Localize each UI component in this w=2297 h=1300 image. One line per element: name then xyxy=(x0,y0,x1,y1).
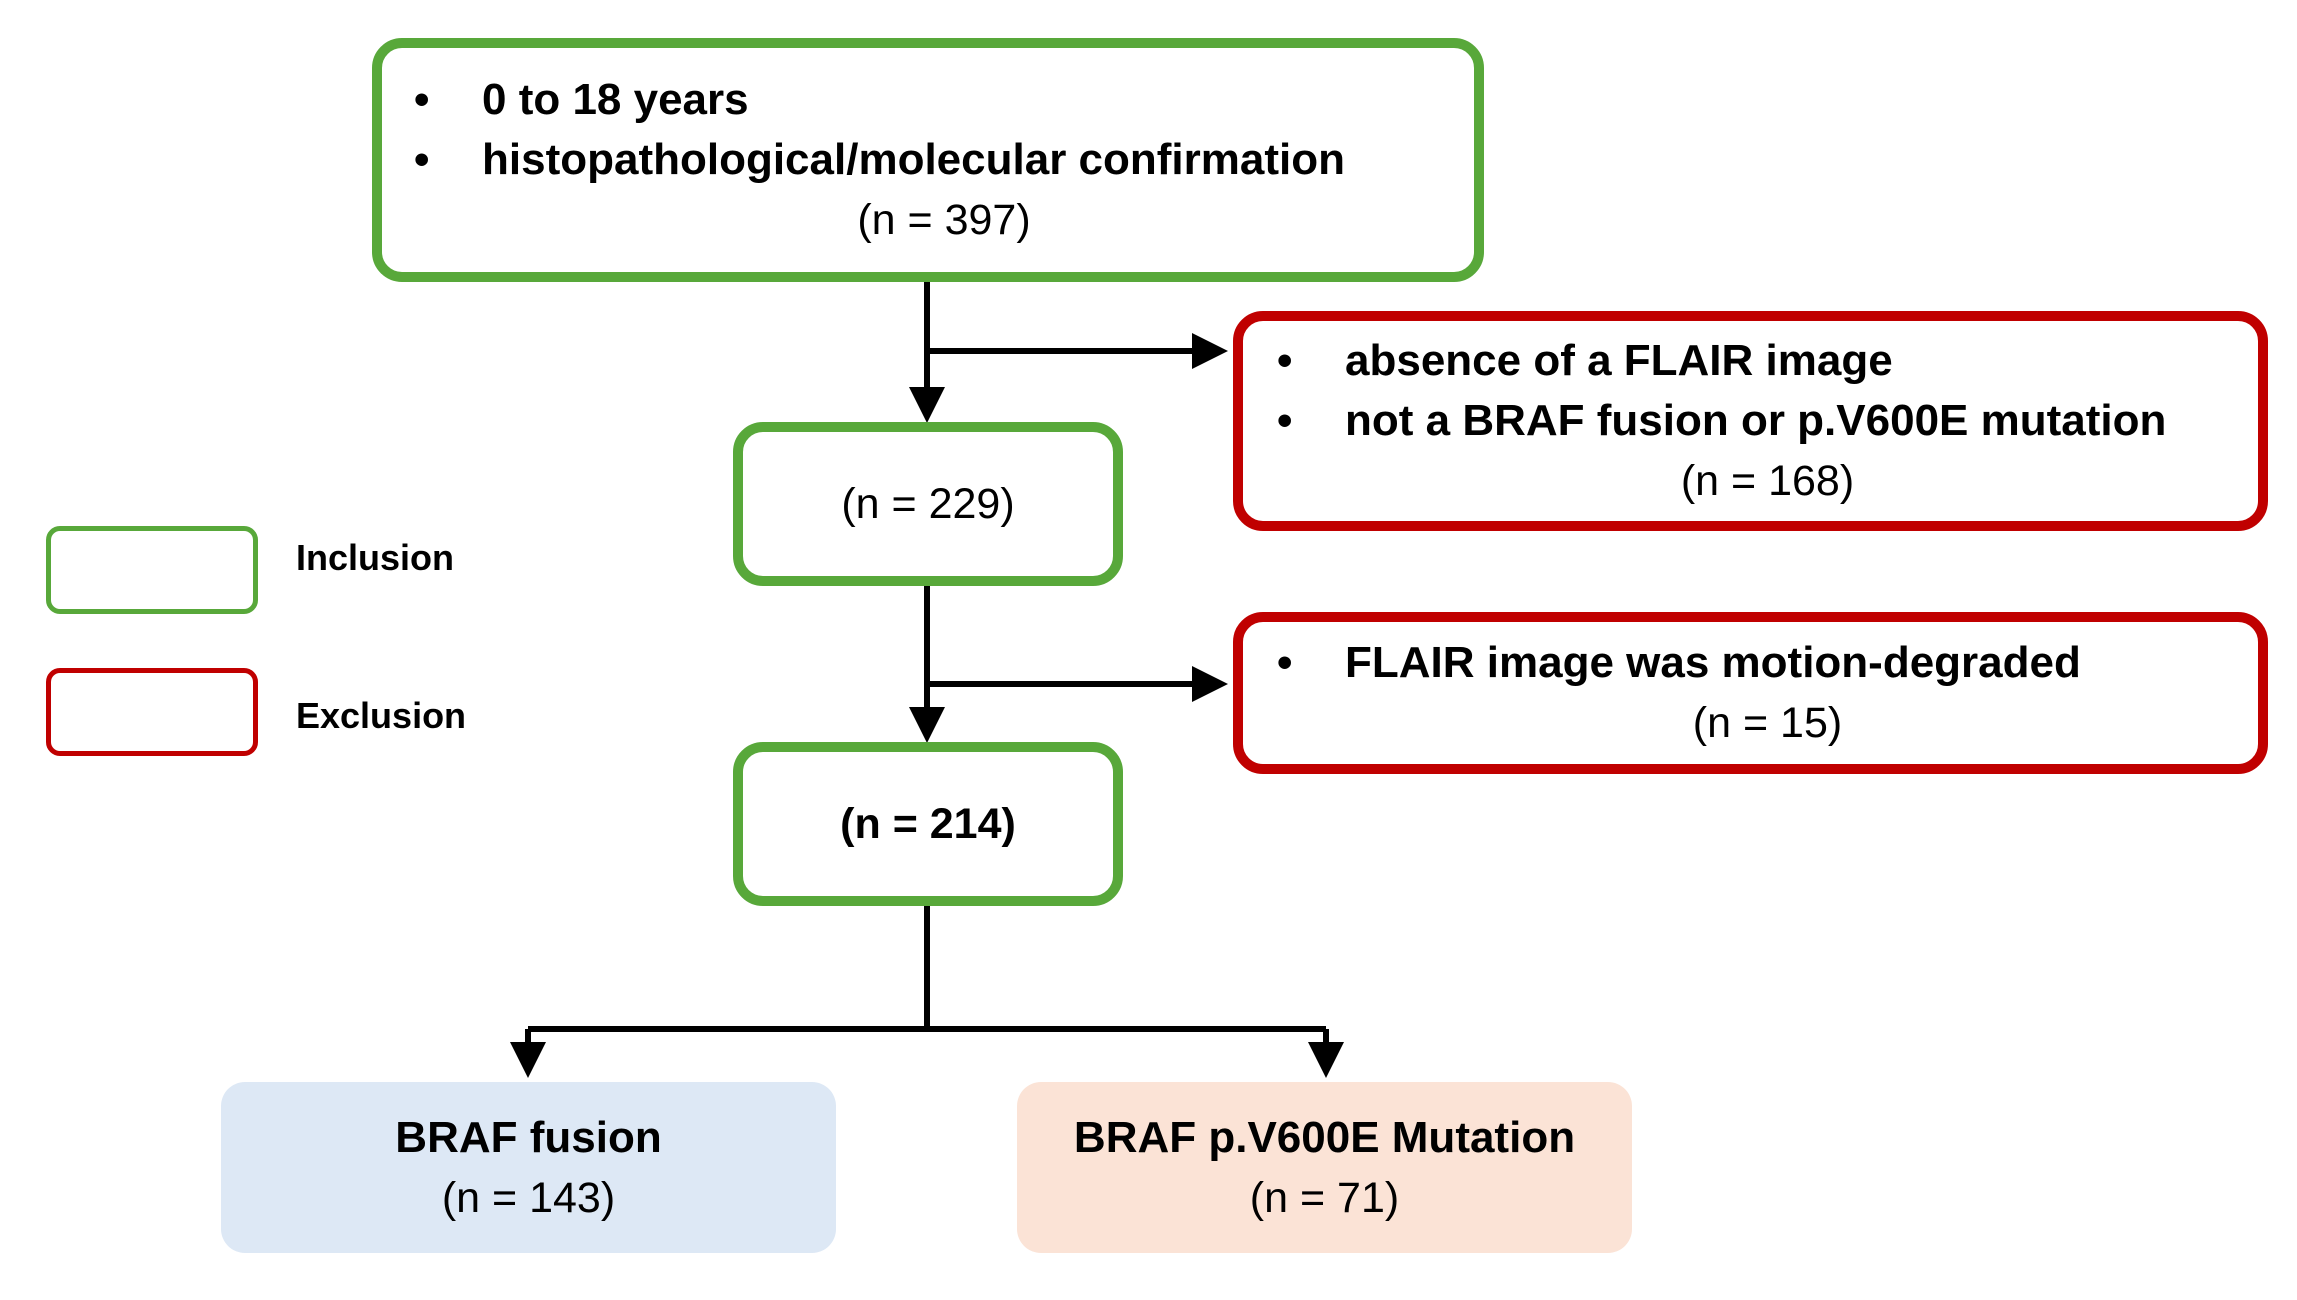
exclusion-criteria-list-2: FLAIR image was motion-degraded xyxy=(1277,633,2258,693)
legend-exclusion-label: Exclusion xyxy=(296,695,467,736)
result-title: BRAF fusion xyxy=(395,1112,662,1162)
result-count: (n = 143) xyxy=(441,1173,616,1222)
exclusion-criterion: absence of a FLAIR image xyxy=(1277,331,2258,391)
count-excluded-2: (n = 15) xyxy=(1692,699,1843,747)
inclusion-criteria-list: 0 to 18 years histopathological/molecula… xyxy=(414,70,1474,190)
exclusion-box-1: absence of a FLAIR image not a BRAF fusi… xyxy=(1233,311,2268,531)
inclusion-box-intermediate: (n = 229) xyxy=(733,422,1123,586)
legend-exclusion-swatch xyxy=(46,668,258,756)
exclusion-criterion: FLAIR image was motion-degraded xyxy=(1277,633,2258,693)
result-braf-v600e: BRAF p.V600E Mutation (n = 71) xyxy=(1017,1082,1632,1253)
count-final: (n = 214) xyxy=(840,800,1016,848)
result-title: BRAF p.V600E Mutation xyxy=(1073,1112,1576,1162)
exclusion-box-2: FLAIR image was motion-degraded (n = 15) xyxy=(1233,612,2268,774)
count-initial: (n = 397) xyxy=(857,196,1031,244)
legend-inclusion-swatch xyxy=(46,526,258,614)
exclusion-criteria-list-1: absence of a FLAIR image not a BRAF fusi… xyxy=(1277,331,2258,451)
result-count: (n = 71) xyxy=(1249,1173,1400,1222)
inclusion-criterion: 0 to 18 years xyxy=(414,70,1474,130)
legend-inclusion-label: Inclusion xyxy=(296,537,455,578)
exclusion-criterion: not a BRAF fusion or p.V600E mutation xyxy=(1277,391,2258,451)
result-braf-fusion: BRAF fusion (n = 143) xyxy=(221,1082,836,1253)
inclusion-box-initial: 0 to 18 years histopathological/molecula… xyxy=(372,38,1484,282)
count-intermediate: (n = 229) xyxy=(841,480,1015,528)
inclusion-criterion: histopathological/molecular confirmation xyxy=(414,130,1474,190)
count-excluded-1: (n = 168) xyxy=(1680,457,1855,505)
inclusion-box-final: (n = 214) xyxy=(733,742,1123,906)
